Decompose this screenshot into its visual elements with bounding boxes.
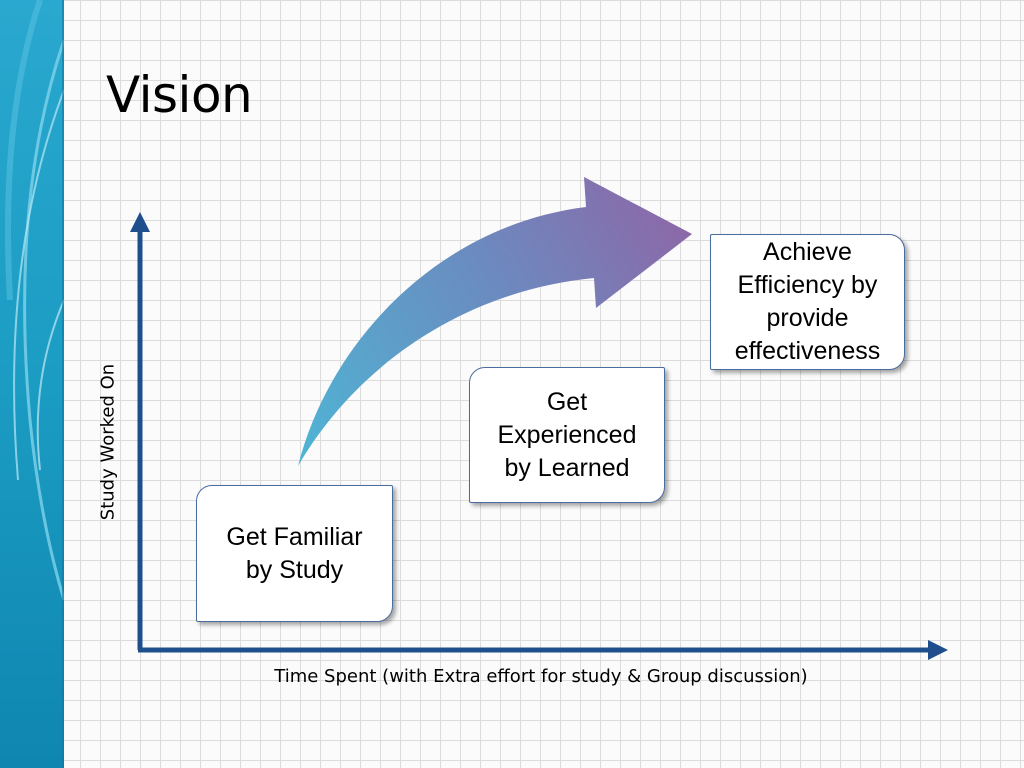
x-axis [138,640,948,660]
y-axis-label: Study Worked On [98,364,119,520]
stage-box-familiar: Get Familiar by Study [196,485,393,622]
x-axis-label: Time Spent (with Extra effort for study … [274,666,807,687]
stage-box-efficiency: Achieve Efficiency by provide effectiven… [710,234,905,370]
y-axis [130,212,150,650]
stage-box-experienced: Get Experienced by Learned [469,367,665,503]
